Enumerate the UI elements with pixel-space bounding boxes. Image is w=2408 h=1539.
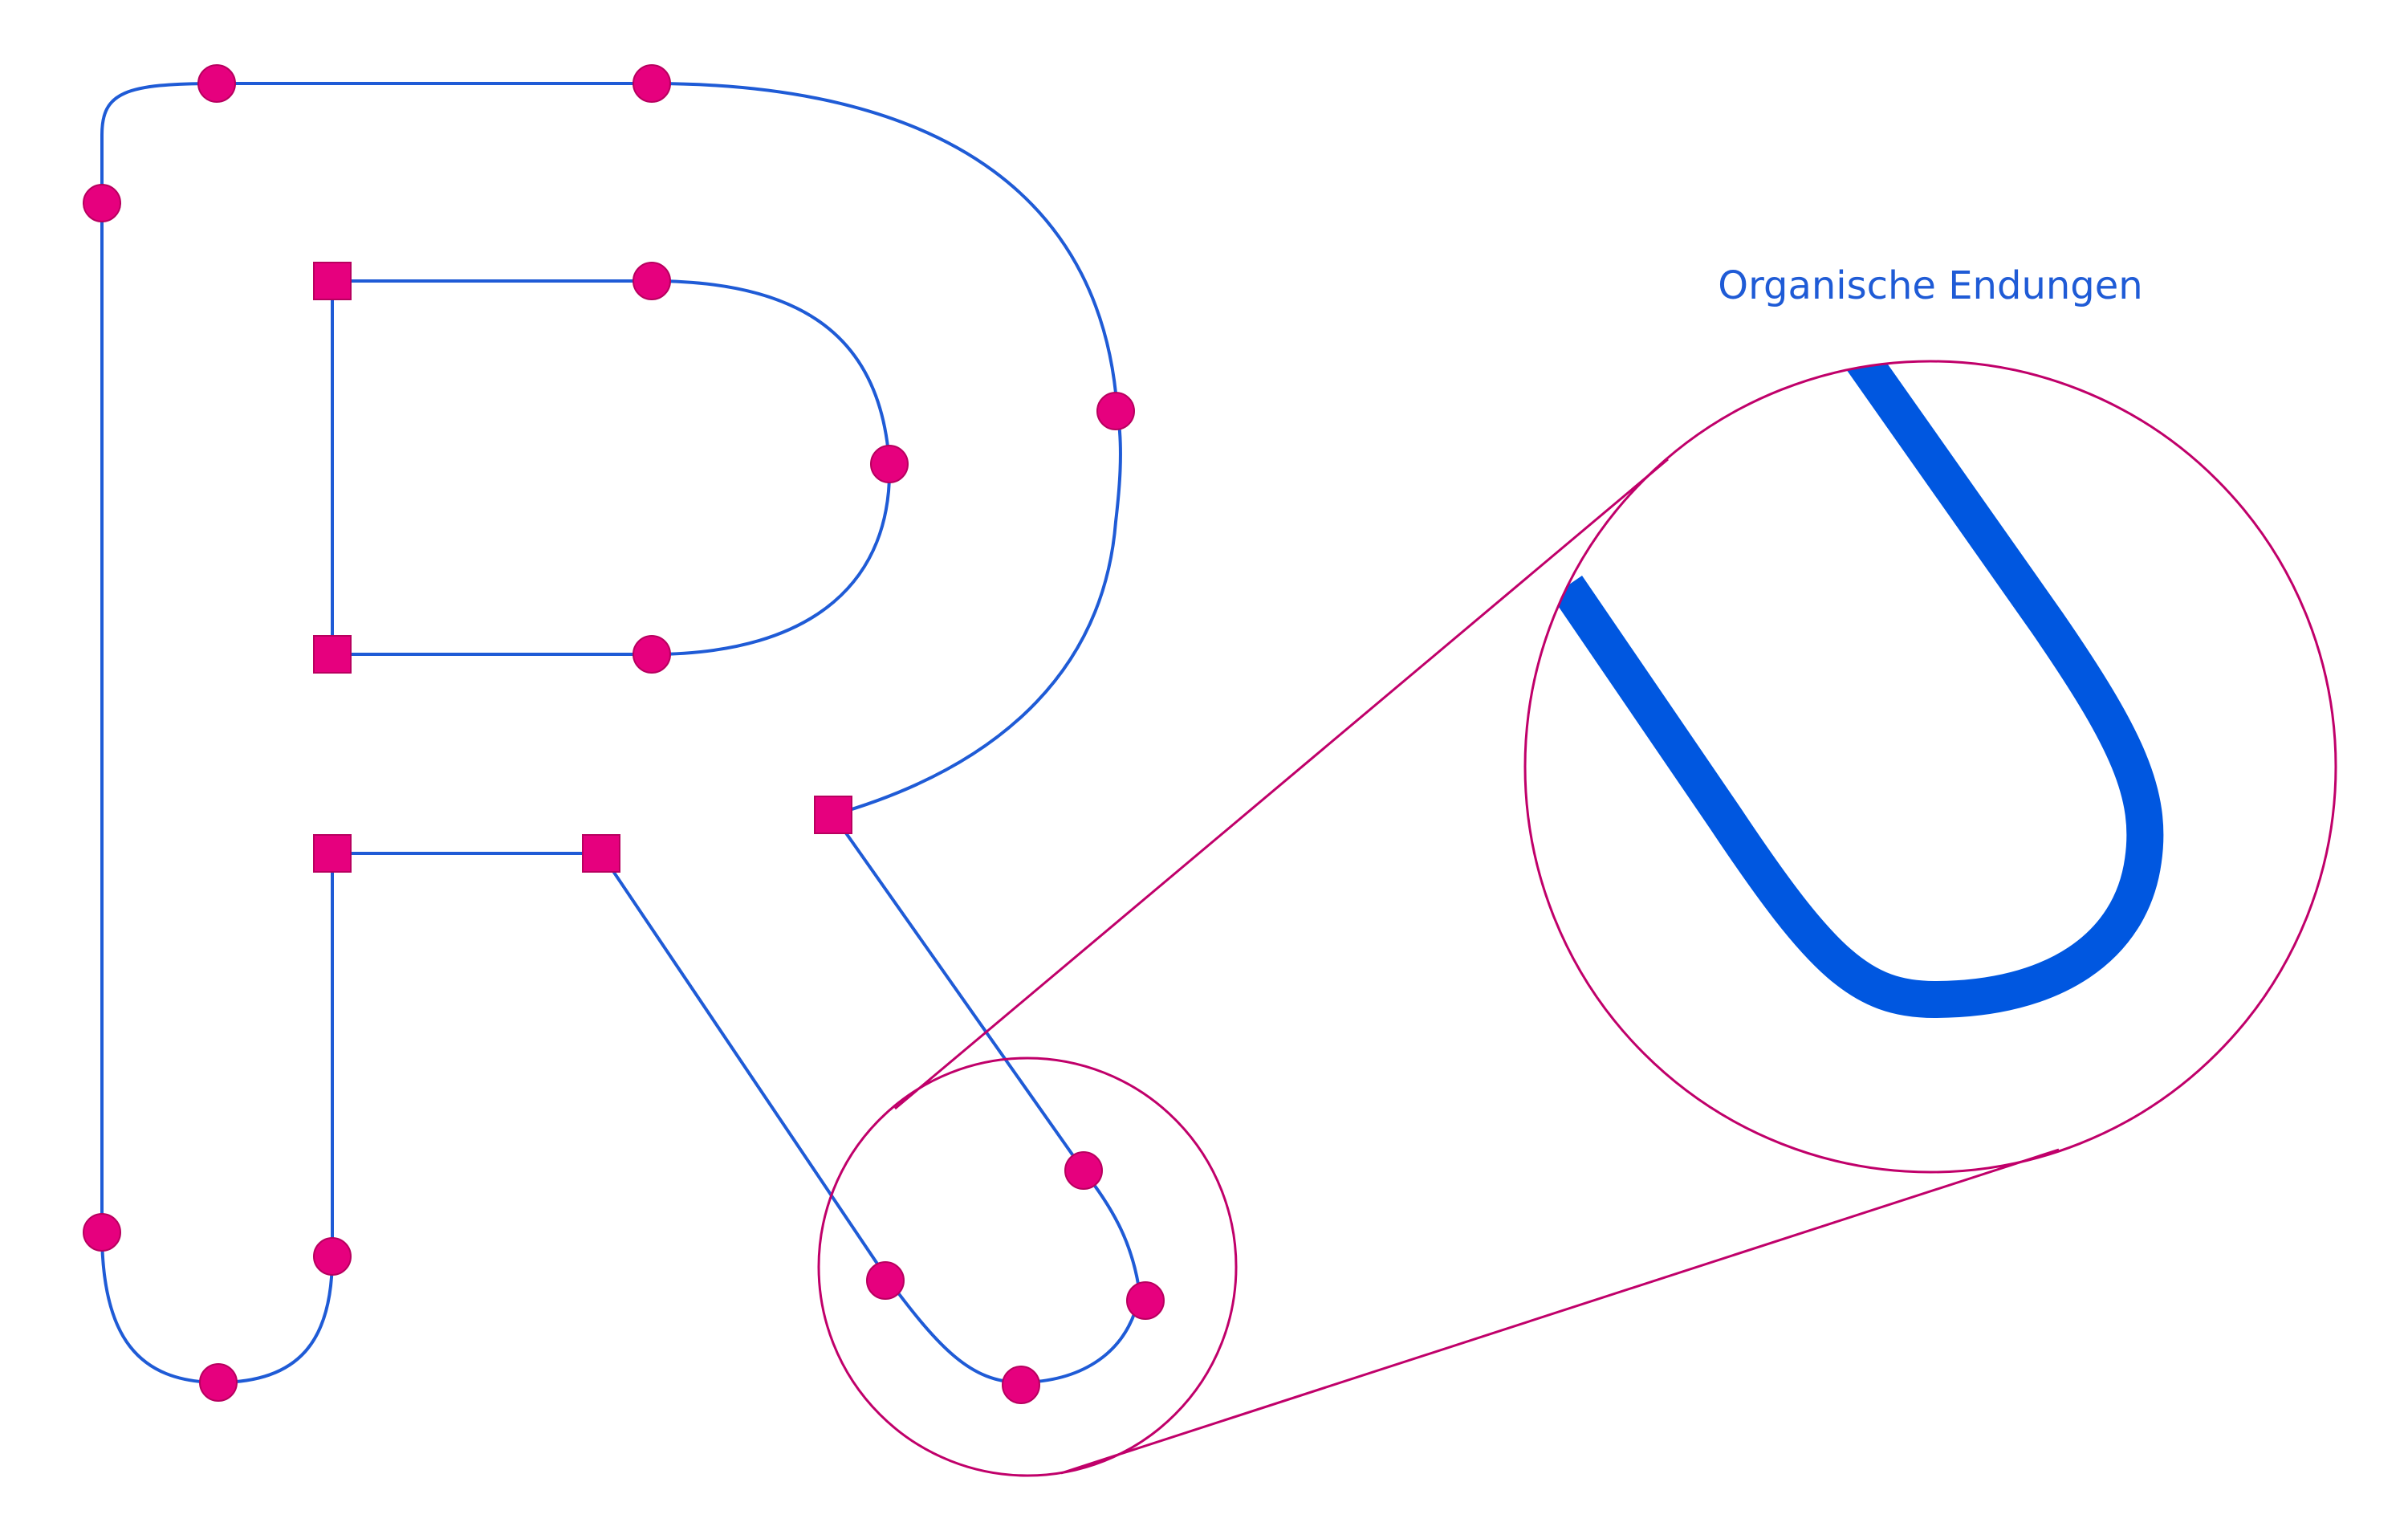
smooth-anchor[interactable] (866, 1261, 905, 1300)
corner-anchor[interactable] (814, 796, 852, 834)
smooth-anchor[interactable] (1126, 1281, 1165, 1320)
smooth-anchor[interactable] (313, 1237, 352, 1276)
corner-anchor[interactable] (582, 834, 620, 873)
smooth-anchor[interactable] (1096, 392, 1135, 430)
corner-anchor[interactable] (313, 635, 352, 674)
smooth-anchor[interactable] (197, 64, 236, 103)
smooth-anchor[interactable] (633, 635, 671, 674)
magnified-terminal-stroke (1552, 361, 2164, 1019)
smooth-anchor[interactable] (1064, 1151, 1103, 1190)
smooth-anchor[interactable] (83, 184, 121, 222)
zoom-caption: Organische Endungen (1718, 263, 2142, 308)
zoom-connector-top (894, 458, 1669, 1110)
glyph-inner-contour (331, 279, 892, 656)
glyph-outer-contour (100, 82, 1142, 1385)
zoom-lens-small (817, 1057, 1238, 1477)
smooth-anchor[interactable] (199, 1363, 238, 1402)
smooth-anchor[interactable] (1002, 1366, 1040, 1404)
zoom-lens-large (1523, 360, 2337, 1174)
zoom-connector-bottom (1060, 1148, 2060, 1475)
corner-anchors (313, 262, 852, 873)
smooth-anchor[interactable] (633, 262, 671, 300)
smooth-anchor[interactable] (633, 64, 671, 103)
smooth-anchor[interactable] (83, 1213, 121, 1252)
corner-anchor[interactable] (313, 834, 352, 873)
corner-anchor[interactable] (313, 262, 352, 300)
zoom-detail (1552, 361, 2164, 1019)
smooth-anchor[interactable] (870, 445, 909, 483)
smooth-anchors (83, 64, 1165, 1404)
